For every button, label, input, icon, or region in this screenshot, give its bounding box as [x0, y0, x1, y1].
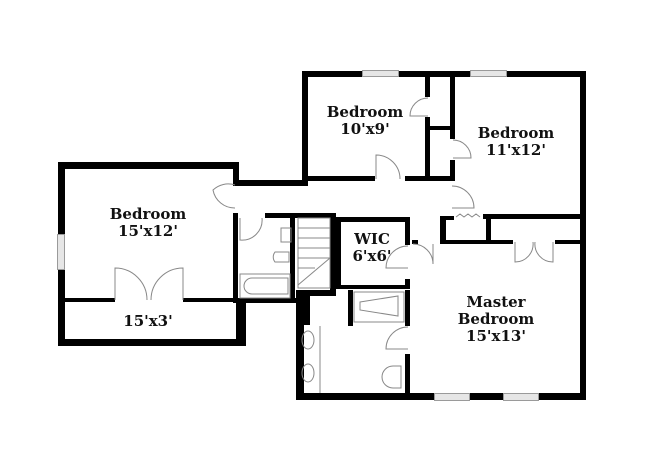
wall-bed2-bottom	[483, 214, 583, 219]
wall-wic-bottom	[335, 285, 410, 289]
window-master-1	[434, 393, 470, 401]
wall-left-bedroom-top	[58, 162, 239, 169]
window-master-2	[503, 393, 539, 401]
wall-stair-right	[330, 213, 336, 295]
room-name-line1: Master	[466, 293, 526, 311]
room-label-master-bedroom: Master Bedroom 15'x13'	[458, 294, 535, 345]
wall-master-top-right	[555, 240, 583, 244]
wall-linen-right	[486, 216, 491, 244]
wall-hall-bath-right	[290, 213, 295, 303]
wall-bath-left	[296, 294, 304, 400]
wall-bed2-left	[450, 77, 455, 139]
room-label-bedroom-15x12: Bedroom 15'x12'	[110, 206, 187, 240]
wall-wic-right-top	[405, 217, 410, 245]
room-dims: 11'x12'	[486, 141, 546, 159]
window-bed1	[362, 70, 399, 77]
wall-left-bedroom-step	[233, 162, 239, 186]
wall-hall-bath-bottom	[238, 298, 304, 303]
wall-master-top-stub	[412, 240, 418, 244]
wall-mbath-pillar	[296, 295, 310, 325]
wall-master-left-bottom	[405, 354, 410, 396]
wall-left-bedroom-right-lower	[233, 213, 238, 303]
room-dims: 15'x12'	[118, 222, 178, 240]
wall-closet-divider-right	[183, 298, 238, 302]
room-dims: 15'x3'	[123, 312, 173, 330]
wall-closet-divider-left	[65, 298, 115, 302]
wall-hall-bath-top	[265, 213, 336, 218]
wall-linen-left	[440, 216, 446, 244]
room-name: Bedroom	[109, 205, 187, 223]
wall-wic-left	[335, 217, 341, 285]
wall-bed2-left-lower	[450, 160, 455, 181]
wall-stair-bottom	[296, 290, 336, 296]
room-name: Bedroom	[477, 124, 555, 142]
wall-left-upper	[302, 71, 308, 186]
room-dims: 6'x6'	[352, 247, 392, 265]
wall-shower-left	[348, 290, 353, 326]
room-name: WIC	[354, 230, 390, 248]
wall-bed1-bottom-left	[302, 176, 375, 181]
room-name: Bedroom	[326, 103, 404, 121]
room-dims: 10'x9'	[340, 120, 390, 138]
wall-wic-top	[335, 217, 410, 222]
room-dims: 15'x13'	[466, 327, 526, 345]
wall-master-top-left	[440, 240, 513, 244]
window-left-bedroom	[57, 234, 65, 270]
wall-hall-top	[233, 180, 308, 186]
window-bed2	[470, 70, 507, 77]
room-label-wic: WIC 6'x6'	[352, 231, 391, 265]
wall-left-bedroom-bottom	[58, 339, 246, 346]
wall-bed1-right-lower	[425, 117, 430, 181]
room-label-bedroom-10x9: Bedroom 10'x9'	[327, 104, 404, 138]
wall-right	[580, 71, 586, 400]
wall-top-upper	[302, 71, 586, 77]
wall-closet-right	[236, 298, 246, 346]
wall-linen-top	[440, 216, 454, 220]
wall-wic-right-bottom	[405, 279, 410, 289]
wall-closet-mid	[425, 126, 452, 130]
room-label-closet-15x3: 15'x3'	[123, 313, 172, 330]
room-name-line2: Bedroom	[457, 310, 535, 328]
wall-master-left-top	[405, 290, 410, 326]
wall-bed1-right	[425, 77, 430, 97]
room-label-bedroom-11x12: Bedroom 11'x12'	[478, 125, 555, 159]
